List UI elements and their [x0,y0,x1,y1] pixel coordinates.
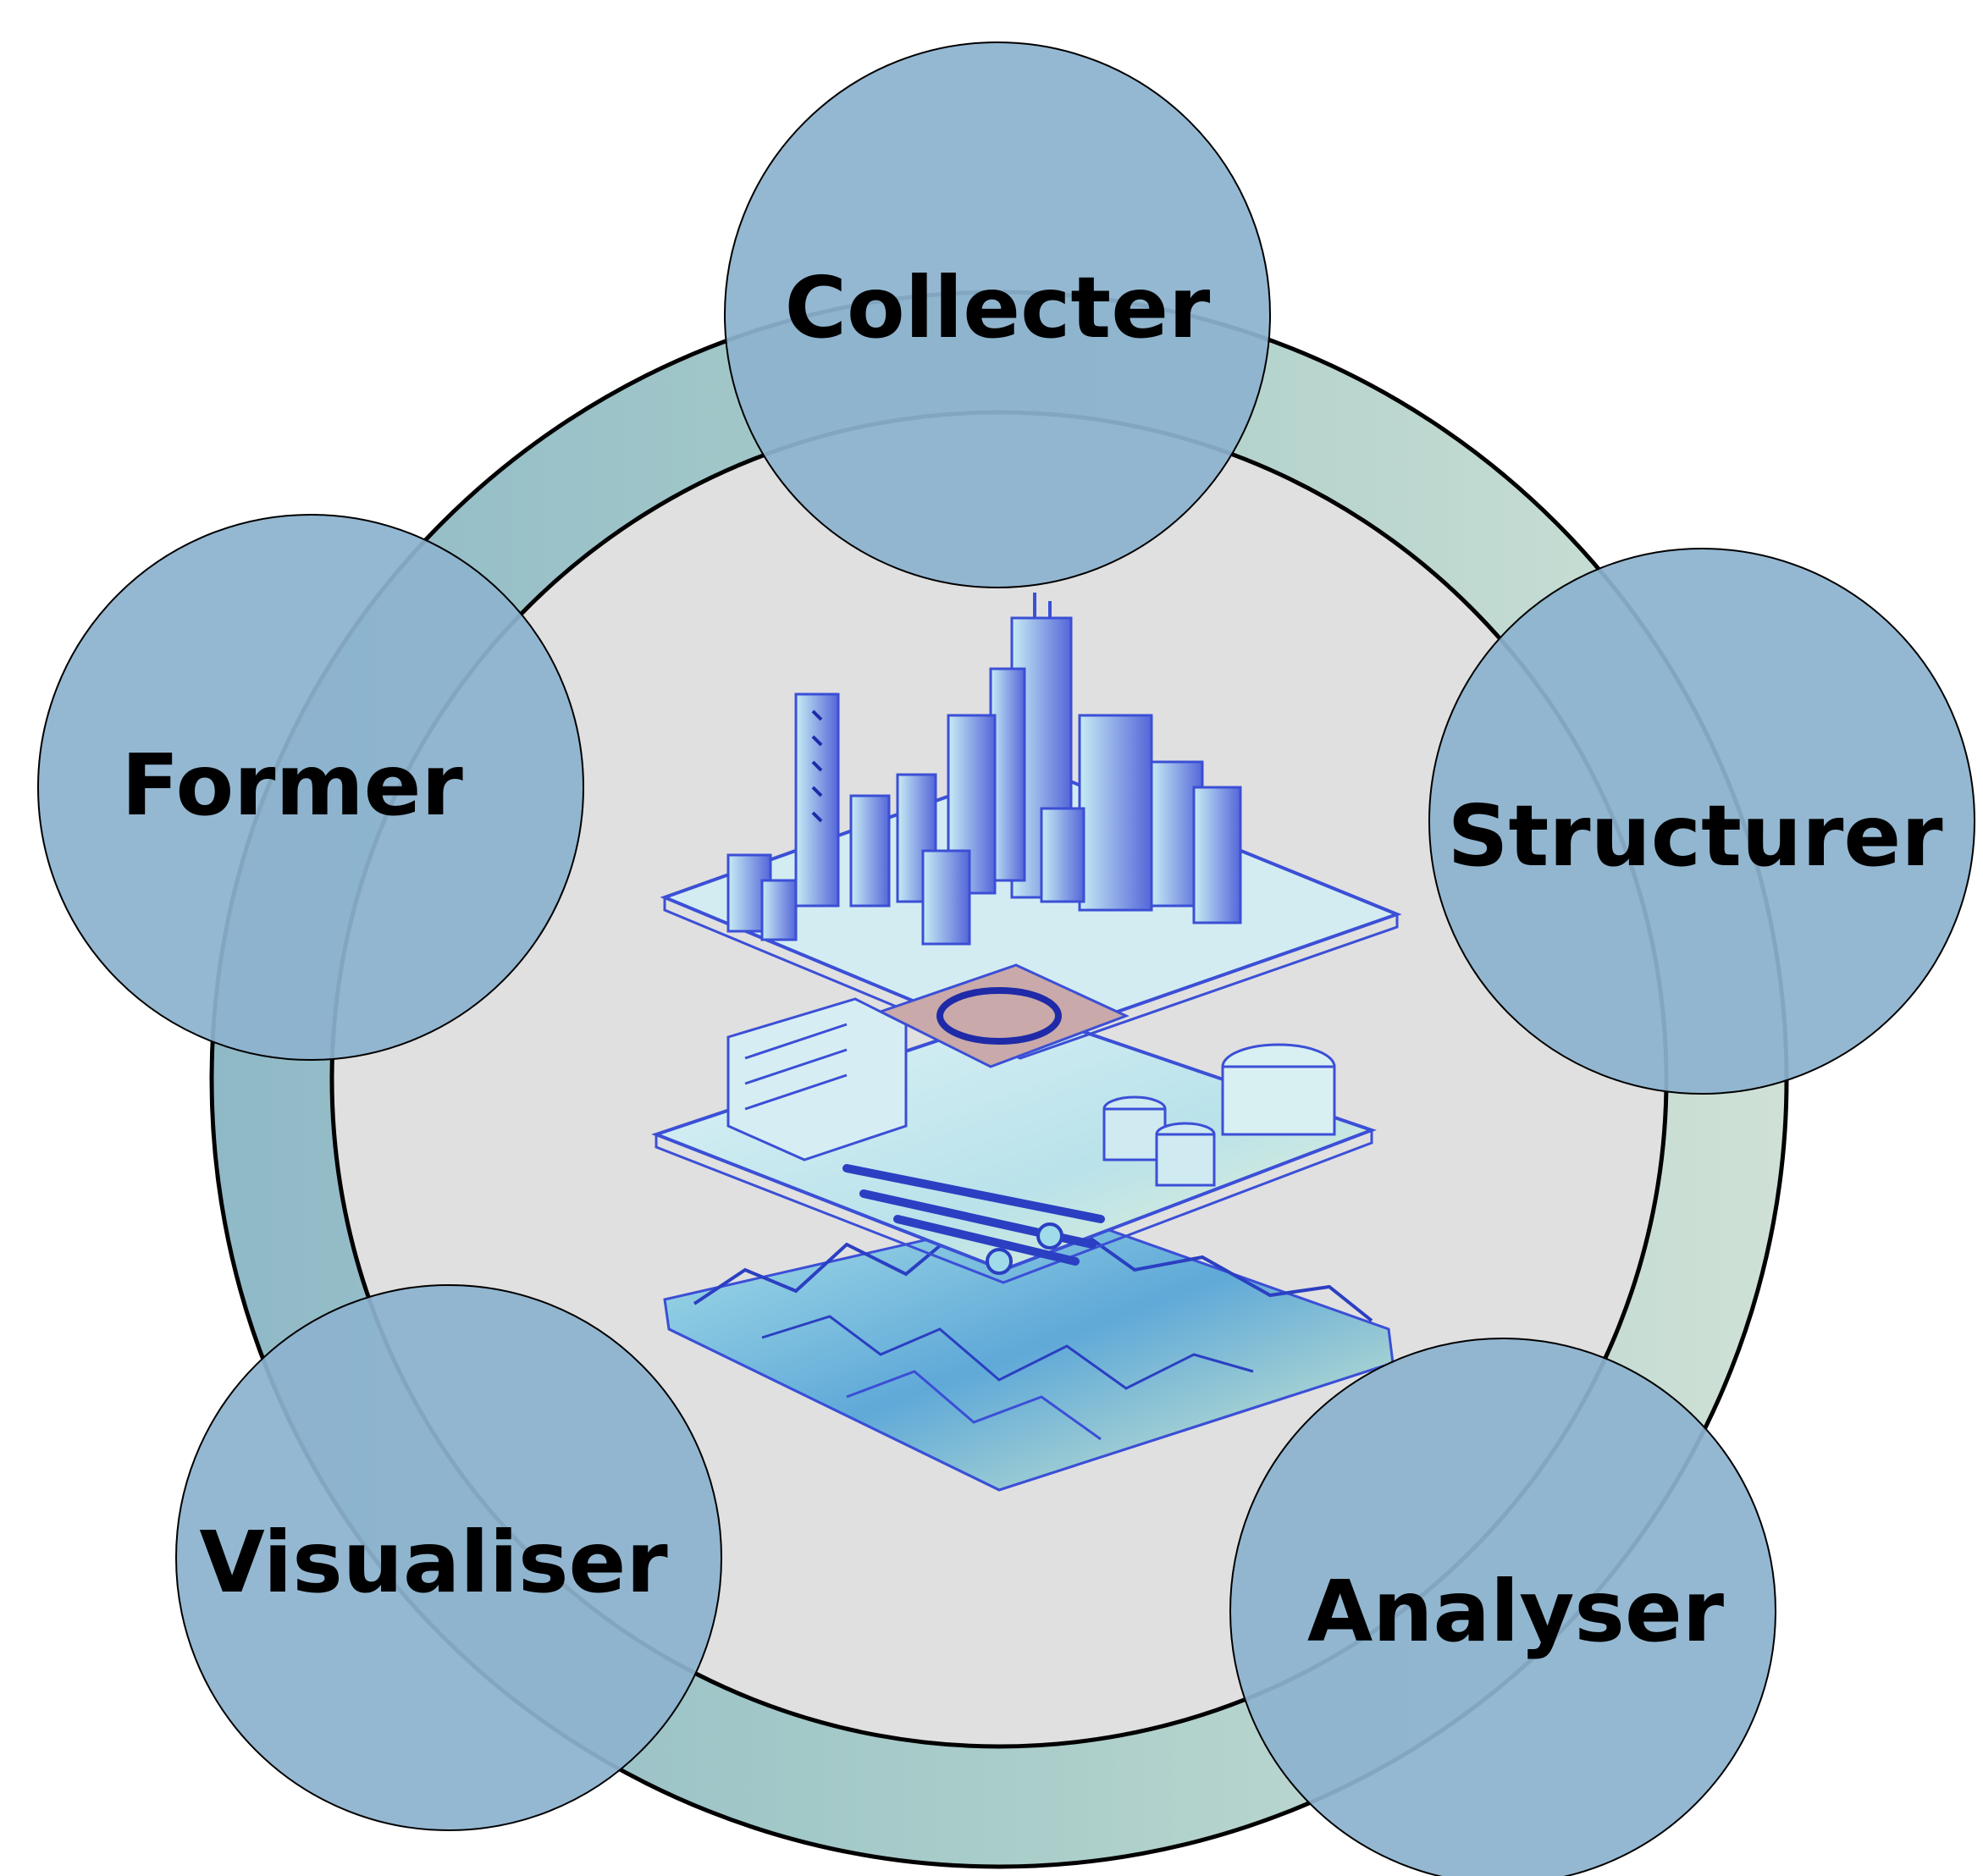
node-visualiser: Visualiser [175,1284,722,1831]
infrastructure-layer [651,997,1377,1284]
node-collecter: Collecter [724,41,1271,588]
node-label-visualiser: Visualiser [199,1513,668,1612]
city-layer [660,593,1402,1068]
node-label-structurer: Structurer [1447,786,1943,886]
node-structurer: Structurer [1428,548,1975,1095]
node-former: Former [37,514,584,1061]
node-label-former: Former [121,736,463,835]
node-label-collecter: Collecter [785,258,1211,357]
isometric-smart-city-layers-illustration [651,593,1402,1492]
node-label-analyser: Analyser [1307,1562,1725,1661]
node-analyser: Analyser [1229,1338,1776,1876]
